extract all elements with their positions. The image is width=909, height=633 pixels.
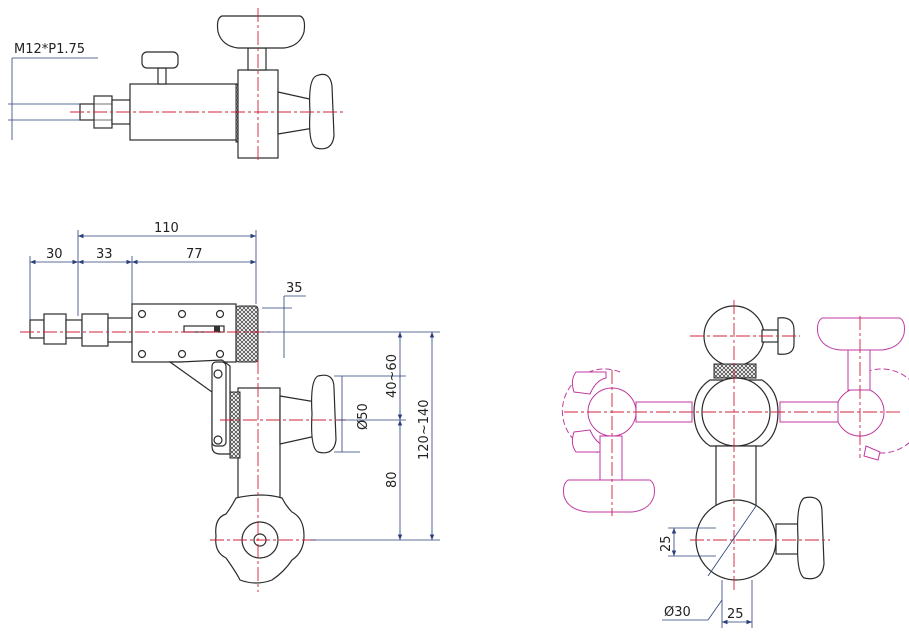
side-knob-neck — [277, 91, 315, 135]
dim-80-label: 80 — [385, 471, 400, 488]
side-knob-head — [309, 73, 335, 150]
small-knob-head — [141, 51, 179, 69]
screw-6 — [177, 349, 187, 359]
dim-phi30-diag — [707, 505, 757, 577]
ghost-right-stem — [847, 349, 871, 391]
front-fitting-neck — [65, 319, 83, 339]
bracket-slot — [211, 361, 227, 447]
dim-phi50-label: Ø50 — [356, 403, 371, 430]
dim-40-60-label: 40~60 — [385, 354, 400, 398]
front-fitting-hex-2 — [81, 313, 109, 347]
top-star-knob — [216, 15, 306, 49]
front-side-knob-head — [311, 374, 337, 454]
ghost-left-top-lobe — [571, 371, 607, 395]
front-fitting-collar — [107, 317, 133, 343]
dim-25-horiz-label: 25 — [727, 607, 744, 622]
side-view: 25 Ø30 25 — [561, 300, 909, 628]
dim-35-label: 35 — [286, 281, 303, 296]
front-fitting-hex-1 — [43, 313, 67, 345]
ghost-right-ring-outer — [865, 368, 909, 454]
alternate-position-right — [779, 317, 909, 461]
ghost-left-stem — [599, 435, 623, 483]
top-stem — [247, 47, 267, 71]
front-fitting-tip — [29, 319, 45, 339]
ghost-right-knob — [817, 317, 905, 351]
screw-2 — [137, 349, 147, 359]
ghost-left-knob — [563, 479, 655, 513]
top-view: M12*P1.75 — [8, 8, 346, 162]
screw-3 — [215, 309, 225, 319]
small-knob-stem — [157, 67, 167, 85]
bracket-screw-top — [213, 369, 223, 379]
screw-4 — [215, 349, 225, 359]
ghost-right-lobe — [863, 445, 881, 461]
dim-110-label: 110 — [154, 221, 179, 236]
side-bottom-knob — [797, 496, 825, 580]
thread-label: M12*P1.75 — [14, 42, 85, 57]
screw-5 — [177, 309, 187, 319]
dim-33-label: 33 — [96, 247, 113, 262]
screw-1 — [137, 309, 147, 319]
dim-30-label: 30 — [46, 247, 63, 262]
vertical-column — [237, 387, 281, 499]
dim-25-vert-label: 25 — [659, 535, 674, 552]
column-knurl — [229, 391, 241, 459]
bracket-screw-bottom — [213, 435, 223, 445]
knurled-ring-front — [235, 305, 259, 363]
dim-phi30-label: Ø30 — [664, 605, 691, 620]
dim-77-label: 77 — [186, 247, 203, 262]
alternate-position-left — [561, 368, 693, 513]
slot-marker — [214, 326, 220, 332]
front-view: 110 30 33 77 35 — [20, 221, 440, 592]
side-knurled-ring — [713, 363, 757, 379]
dim-120-140-label: 120~140 — [417, 399, 432, 460]
